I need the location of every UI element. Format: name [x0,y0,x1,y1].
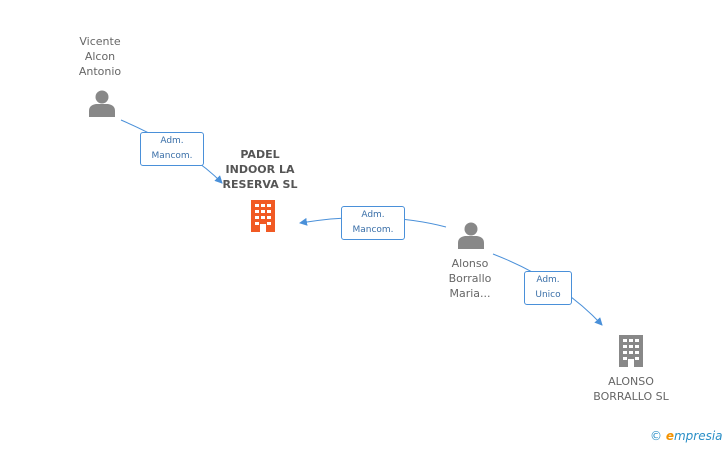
edge-role-line1: Adm. [160,136,184,146]
edge-role-line2: Unico [535,290,561,300]
edge-role-line2: Mancom. [352,225,394,235]
empresia-watermark: © empresia [650,429,723,443]
copyright-symbol: © [650,429,662,443]
building-icon[interactable] [248,199,278,233]
brand-initial: e [665,429,674,443]
edge-label-alonso-to-padel[interactable]: Adm. Mancom. [341,206,405,240]
edge-role-line1: Adm. [361,210,385,220]
edge-label-vicente-to-padel[interactable]: Adm. Mancom. [140,132,204,166]
node-label-padel[interactable]: PADEL INDOOR LA RESERVA SL [222,148,298,191]
edge-role-line2: Mancom. [151,151,193,161]
node-label-alonso-company[interactable]: ALONSO BORRALLO SL [593,375,669,403]
edge-label-alonso-to-alonso-sl[interactable]: Adm. Unico [524,271,572,305]
node-label-vicente[interactable]: Vicente Alcon Antonio [78,35,122,78]
brand-name: mpresia [673,429,723,443]
person-icon[interactable] [456,220,486,250]
node-label-alonso-person[interactable]: Alonso Borrallo Maria... [448,257,492,300]
edge-role-line1: Adm. [536,275,560,285]
person-icon[interactable] [87,88,117,118]
building-icon[interactable] [616,334,646,368]
